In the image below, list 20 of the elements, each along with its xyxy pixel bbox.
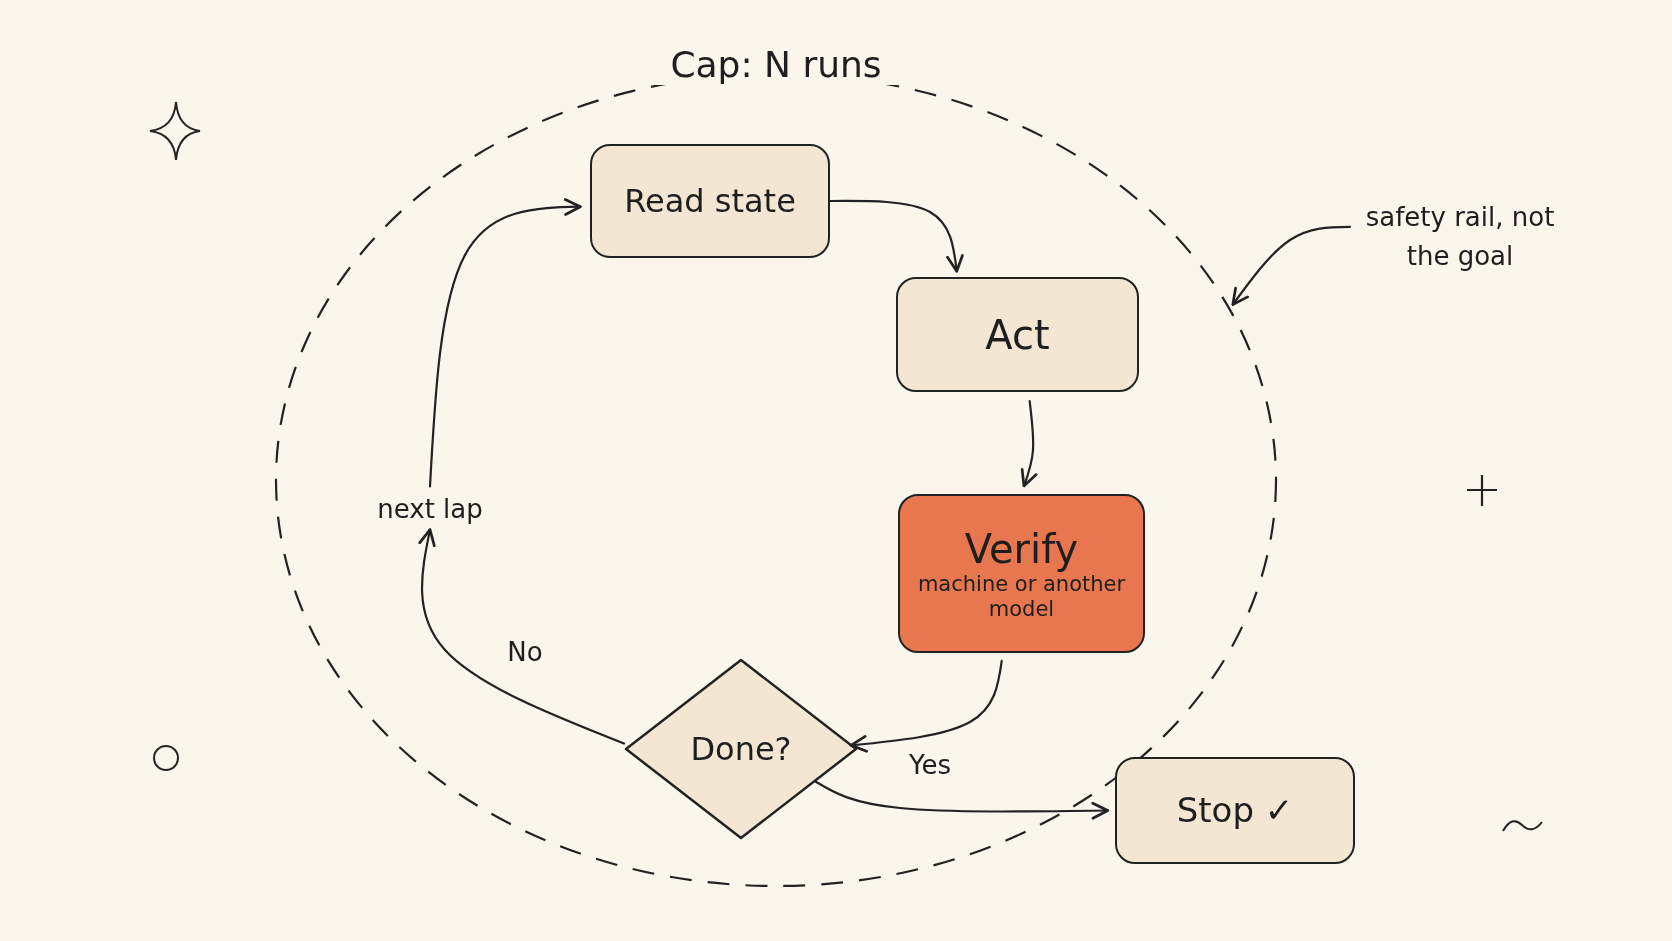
annotation-text: next lap [370,490,490,526]
box-title: Verify [963,526,1080,573]
box-title: Stop ✓ [1175,790,1295,831]
box-title: Act [984,311,1051,358]
decision-label: Done? [690,730,792,768]
arrow [428,198,582,488]
arrow [1020,400,1038,488]
verify-box [898,494,1145,653]
arrow [849,659,1003,753]
arrow [418,528,626,745]
process-box [590,144,830,258]
annotation-text: safety rail, not the goal [1350,198,1570,288]
box-title: Read state [623,182,797,220]
decision-diamond [624,658,858,840]
arrow [814,780,1110,820]
process-box [896,277,1139,392]
arrow [828,199,964,273]
arrow [1231,225,1352,306]
box-subtitle: machine or another model [916,572,1127,621]
process-box [1115,757,1355,864]
